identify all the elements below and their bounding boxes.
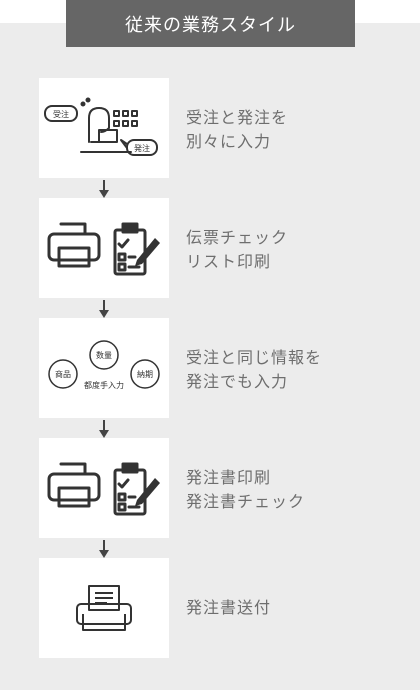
field-label-deadline: 納期 xyxy=(137,369,153,379)
step-3-icon-card: 数量 商品 納期 都度手入力 xyxy=(39,318,169,418)
field-label-product: 商品 xyxy=(55,369,71,379)
printer-and-checklist-icon xyxy=(47,462,160,516)
step-4-line-2: 発注書チェック xyxy=(186,492,306,511)
step-5-line-1: 発注書送付 xyxy=(186,598,272,617)
printer-and-checklist-icon xyxy=(47,222,160,276)
down-arrow-icon xyxy=(99,420,109,438)
data-fields-icon: 数量 商品 納期 都度手入力 xyxy=(48,340,160,390)
bubble-label-hacchu: 発注 xyxy=(134,143,150,153)
step-4-icon-card xyxy=(39,438,169,538)
step-1-icon-card: 受注 発注 xyxy=(39,78,169,178)
step-4-line-1: 発注書印刷 xyxy=(186,468,272,487)
step-4-text: 発注書印刷 発注書チェック xyxy=(186,466,401,514)
step-1-text: 受注と発注を 別々に入力 xyxy=(186,106,401,154)
down-arrow-icon xyxy=(99,540,109,558)
step-3-text: 受注と同じ情報を 発注でも入力 xyxy=(186,346,401,394)
down-arrow-icon xyxy=(99,300,109,318)
person-at-computer-icon: 受注 発注 xyxy=(44,97,158,156)
step-5-icon-card xyxy=(39,558,169,658)
step-2-line-2: リスト印刷 xyxy=(186,252,272,271)
field-label-quantity: 数量 xyxy=(96,350,112,360)
step-1-line-1: 受注と発注を xyxy=(186,108,289,127)
fax-printer-icon xyxy=(76,585,132,631)
step-2-icon-card xyxy=(39,198,169,298)
step-5-text: 発注書送付 xyxy=(186,596,401,620)
step-2-line-1: 伝票チェック xyxy=(186,228,289,247)
page-title: 従来の業務スタイル xyxy=(66,0,355,47)
field-label-manual-entry: 都度手入力 xyxy=(84,380,124,390)
step-1-line-2: 別々に入力 xyxy=(186,132,272,151)
step-3-line-2: 発注でも入力 xyxy=(186,372,289,391)
step-2-text: 伝票チェック リスト印刷 xyxy=(186,226,401,274)
bubble-label-juchu: 受注 xyxy=(53,109,69,119)
down-arrow-icon xyxy=(99,180,109,198)
step-3-line-1: 受注と同じ情報を xyxy=(186,348,323,367)
